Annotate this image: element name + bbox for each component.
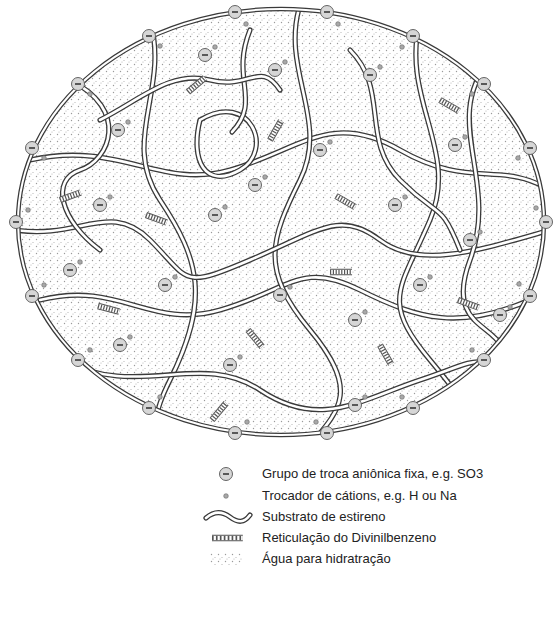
legend-text: Reticulação do Divinilbenzeno [262, 530, 436, 546]
crosslink-swatch [212, 538, 243, 539]
anion-groups [10, 6, 553, 440]
legend-text: Água para hidratração [262, 551, 391, 567]
styrene-chains [15, 5, 550, 445]
cation-swatch [224, 494, 229, 499]
water-swatch [210, 553, 242, 565]
legend-text: Trocador de cátions, e.g. H ou Na [262, 488, 457, 504]
legend-swatches [206, 468, 250, 566]
styrene-swatch [206, 513, 250, 522]
legend-text: Grupo de troca aniônica fixa, e.g. SO3 [262, 466, 483, 482]
crosslinks [60, 78, 479, 420]
legend-text: Substrato de estireno [262, 509, 386, 525]
cations [26, 22, 560, 425]
bead-outline [18, 9, 544, 435]
anion-swatch [220, 468, 233, 481]
